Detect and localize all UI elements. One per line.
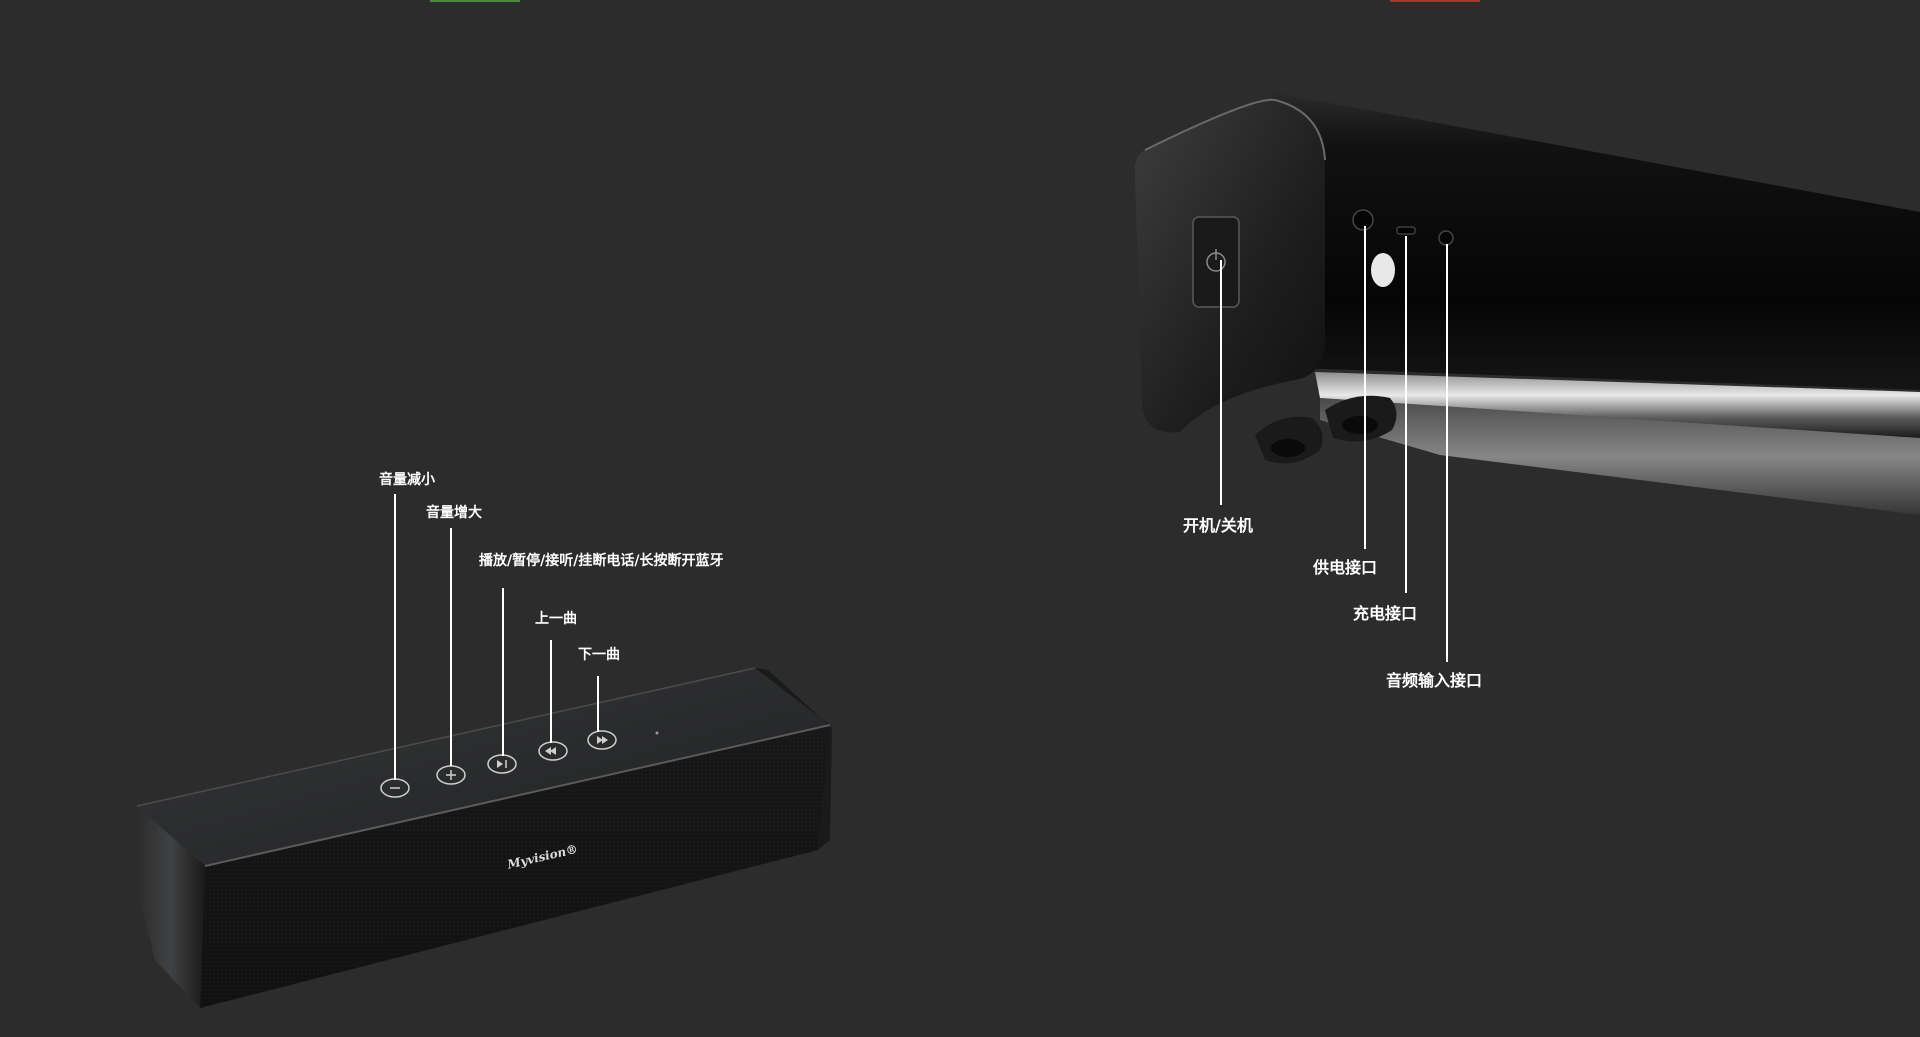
next-track-leader	[597, 676, 599, 732]
power-leader	[1220, 260, 1222, 505]
play-pause-label: 播放/暂停/接听/挂断电话/长按断开蓝牙	[479, 553, 724, 569]
previous-track-label: 上一曲	[535, 611, 577, 627]
side-speaker-reflection	[1320, 398, 1920, 515]
front-speaker	[136, 667, 832, 1008]
front-speaker-left-end-cap	[137, 806, 205, 1008]
side-speaker-chrome-strip	[1315, 372, 1920, 438]
audio-in-leader	[1446, 244, 1448, 662]
side-speaker-body	[1270, 92, 1920, 390]
next-track-label: 下一曲	[578, 647, 620, 663]
front-speaker-right-end	[755, 668, 832, 850]
play-pause-leader	[502, 588, 504, 756]
previous-track-leader	[550, 640, 552, 743]
front-speaker-top-panel	[137, 668, 830, 866]
volume-down-leader	[394, 494, 396, 780]
volume-up-button-shape	[436, 765, 466, 785]
side-speaker	[1134, 92, 1920, 515]
port-sticker	[1371, 253, 1395, 287]
power-input-label: 供电接口	[1313, 558, 1378, 577]
charging-port-shape	[1396, 226, 1416, 235]
audio-in-label: 音频输入接口	[1386, 671, 1483, 690]
previous-track-button-shape	[538, 741, 568, 761]
top-strip-green	[430, 0, 520, 2]
charging-port-leader	[1405, 236, 1407, 593]
volume-down-label: 音量减小	[379, 472, 435, 488]
charging-port-label: 充电接口	[1353, 604, 1418, 623]
power-label: 开机/关机	[1183, 516, 1253, 535]
indicator-light	[655, 731, 659, 735]
volume-up-label: 音量增大	[426, 505, 482, 521]
next-track-button-shape	[587, 730, 617, 750]
audio-in-port-shape	[1438, 230, 1454, 246]
volume-up-leader	[450, 528, 452, 766]
top-strip-red	[1390, 0, 1480, 2]
power-input-leader	[1364, 226, 1366, 549]
power-input-port-shape	[1352, 209, 1374, 231]
power-button-shape	[1192, 216, 1240, 308]
